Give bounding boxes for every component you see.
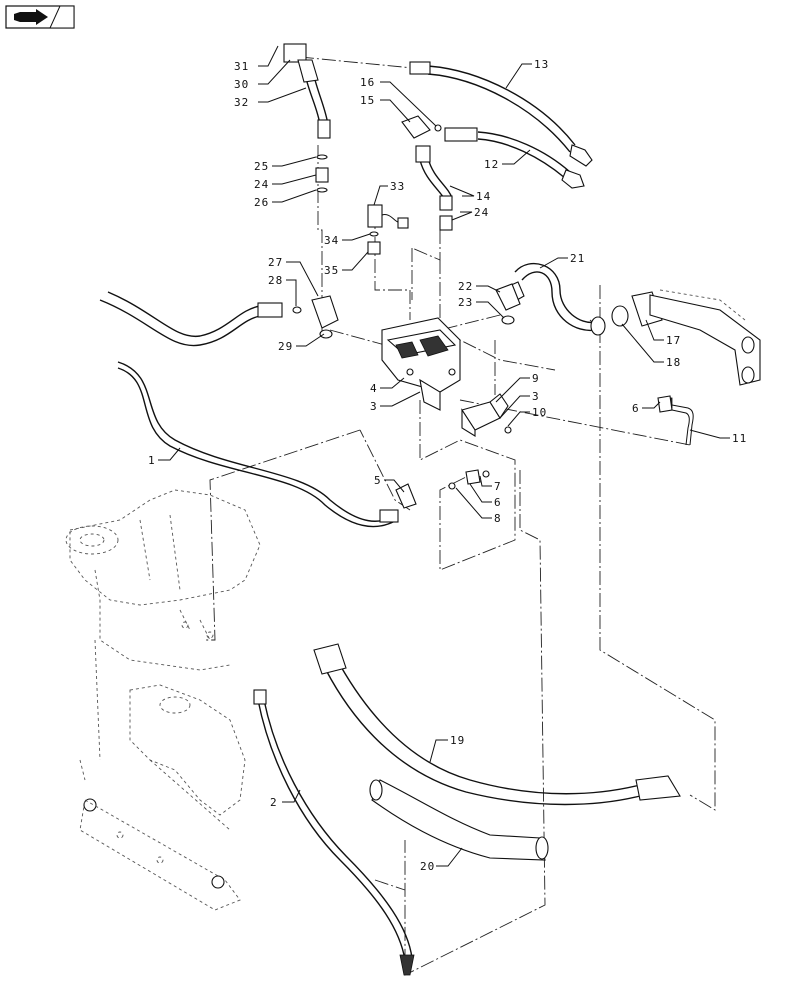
callout-7: 7 — [494, 480, 502, 493]
callout-28: 28 — [268, 274, 283, 287]
callout-29: 29 — [278, 340, 293, 353]
callout-6-lower: 6 — [494, 496, 502, 509]
callout-17: 17 — [666, 334, 681, 347]
hose-1[interactable] — [117, 361, 399, 528]
callout-16: 16 — [360, 76, 375, 89]
hose-13[interactable] — [409, 61, 593, 167]
leader-lines — [158, 45, 730, 867]
valve-block[interactable] — [381, 317, 461, 411]
callout-11: 11 — [732, 432, 747, 445]
callout-34: 34 — [324, 234, 339, 247]
callouts: 31 30 32 13 16 15 12 25 24 26 33 14 24 3… — [148, 58, 747, 873]
callout-15: 15 — [360, 94, 375, 107]
nav-box[interactable] — [5, 5, 75, 29]
callout-23: 23 — [458, 296, 473, 309]
callout-19: 19 — [450, 734, 465, 747]
callout-24-left: 24 — [254, 178, 269, 191]
callout-3-left: 3 — [370, 400, 378, 413]
callout-26: 26 — [254, 196, 269, 209]
callout-30: 30 — [234, 78, 249, 91]
callout-9: 9 — [532, 372, 540, 385]
callout-32: 32 — [234, 96, 249, 109]
callout-22: 22 — [458, 280, 473, 293]
callout-24-right: 24 — [474, 206, 489, 219]
callout-12: 12 — [484, 158, 499, 171]
callout-18: 18 — [666, 356, 681, 369]
callout-25: 25 — [254, 160, 269, 173]
callout-35: 35 — [324, 264, 339, 277]
callout-13: 13 — [534, 58, 549, 71]
callout-1: 1 — [148, 454, 156, 467]
fittings — [292, 115, 761, 509]
callout-27: 27 — [268, 256, 283, 269]
callout-20: 20 — [420, 860, 435, 873]
frame-upper-ghost — [65, 489, 261, 761]
callout-33: 33 — [390, 180, 405, 193]
hose-19[interactable] — [313, 643, 681, 806]
frame-lower-ghost — [79, 684, 246, 911]
callout-14: 14 — [476, 190, 491, 203]
callout-8: 8 — [494, 512, 502, 525]
callout-2: 2 — [270, 796, 278, 809]
callout-3-right: 3 — [532, 390, 540, 403]
callout-21: 21 — [570, 252, 585, 265]
callout-4: 4 — [370, 382, 378, 395]
tube-20[interactable] — [369, 779, 549, 861]
hose-32[interactable] — [283, 43, 331, 139]
hose-12[interactable] — [444, 127, 585, 189]
callout-31: 31 — [234, 60, 249, 73]
arrow-right-icon[interactable] — [14, 9, 48, 25]
hose-2[interactable] — [253, 689, 415, 976]
hose-left[interactable] — [99, 291, 283, 347]
callout-10: 10 — [532, 406, 547, 419]
tube-14[interactable] — [415, 145, 453, 211]
callout-6-right: 6 — [632, 402, 640, 415]
callout-5: 5 — [374, 474, 382, 487]
